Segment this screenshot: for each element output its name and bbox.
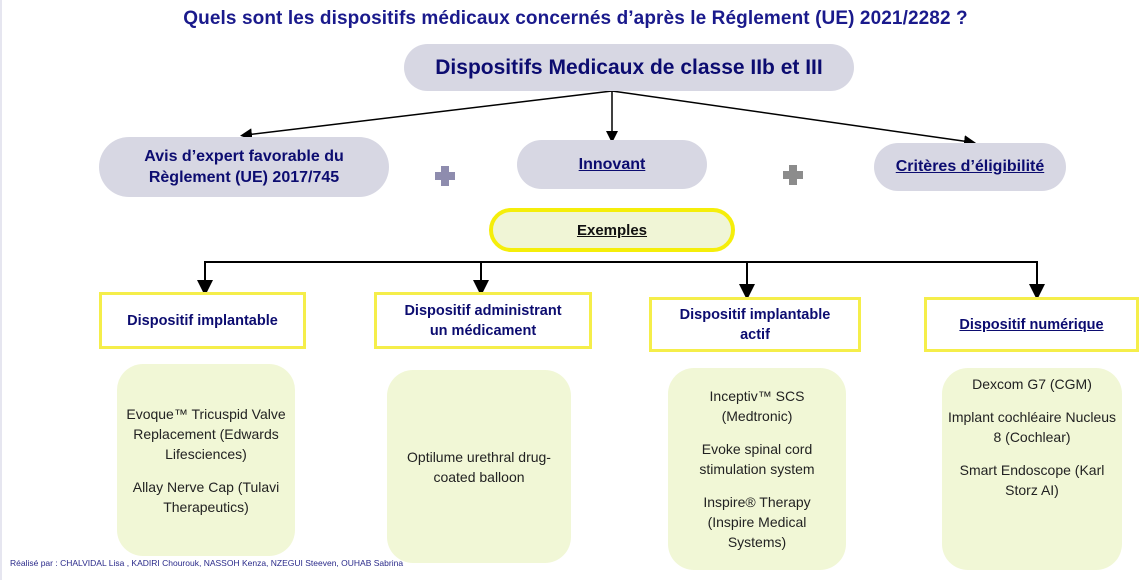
example-item: Dexcom G7 (CGM) <box>972 376 1092 392</box>
category-label: Dispositif implantable <box>127 312 278 329</box>
arrow-to-criteres <box>611 90 976 148</box>
example-item: Evoke spinal cord stimulation system <box>699 441 815 477</box>
plus-icon <box>435 166 455 186</box>
category-label-line1: Dispositif implantable <box>679 306 831 323</box>
category-label-line1: Dispositif administrant <box>404 302 562 319</box>
category-implantable-actif: Dispositif implantable actif <box>649 297 861 352</box>
credits-footer: Réalisé par : CHALVIDAL Lisa , KADIRI Ch… <box>10 558 404 568</box>
example-item: Inceptiv™ SCS (Medtronic) <box>709 388 805 424</box>
page-title: Quels sont les dispositifs médicaux conc… <box>183 8 968 29</box>
examples-implantable-actif: Inceptiv™ SCS (Medtronic) Evoke spinal c… <box>668 368 846 570</box>
examples-branch <box>204 261 1038 288</box>
root-node: Dispositifs Medicaux de classe IIb et II… <box>404 44 854 91</box>
example-item: Smart Endoscope (Karl Storz AI) <box>959 462 1105 498</box>
criterion-innovant-link[interactable]: Innovant <box>578 155 646 173</box>
criterion-eligibilite-link[interactable]: Critères d’éligibilité <box>895 158 1045 175</box>
arrow-to-avis <box>240 90 613 141</box>
examples-node[interactable]: Exemples <box>489 208 735 252</box>
category-label-link[interactable]: Dispositif numérique <box>959 316 1104 333</box>
category-administrant: Dispositif administrant un médicament <box>374 292 592 349</box>
example-item: Implant cochléaire Nucleus 8 (Cochlear) <box>947 409 1117 445</box>
example-item: Optilume urethral drug-coated balloon <box>407 448 551 485</box>
examples-numerique: Dexcom G7 (CGM) Implant cochléaire Nucle… <box>942 368 1122 570</box>
plus-icon <box>783 165 803 185</box>
example-item: Inspire® Therapy (Inspire Medical System… <box>703 494 811 550</box>
category-numerique[interactable]: Dispositif numérique <box>924 297 1139 352</box>
criterion-eligibilite[interactable]: Critères d’éligibilité <box>874 143 1066 191</box>
criterion-innovant[interactable]: Innovant <box>517 140 707 189</box>
category-label-line2: un médicament <box>429 322 537 339</box>
criterion-line1: Avis d’expert favorable du <box>144 148 344 165</box>
criterion-line2: Règlement (UE) 2017/745 <box>148 169 340 186</box>
example-item: Allay Nerve Cap (Tulavi Therapeutics) <box>132 478 280 515</box>
category-label-line2: actif <box>740 326 770 343</box>
category-implantable: Dispositif implantable <box>99 292 306 349</box>
example-item: Evoque™ Tricuspid Valve Replacement (Edw… <box>126 405 286 462</box>
examples-implantable: Evoque™ Tricuspid Valve Replacement (Edw… <box>117 364 295 556</box>
examples-administrant: Optilume urethral drug-coated balloon <box>387 370 571 563</box>
criterion-avis-expert: Avis d’expert favorable du Règlement (UE)… <box>99 137 389 197</box>
